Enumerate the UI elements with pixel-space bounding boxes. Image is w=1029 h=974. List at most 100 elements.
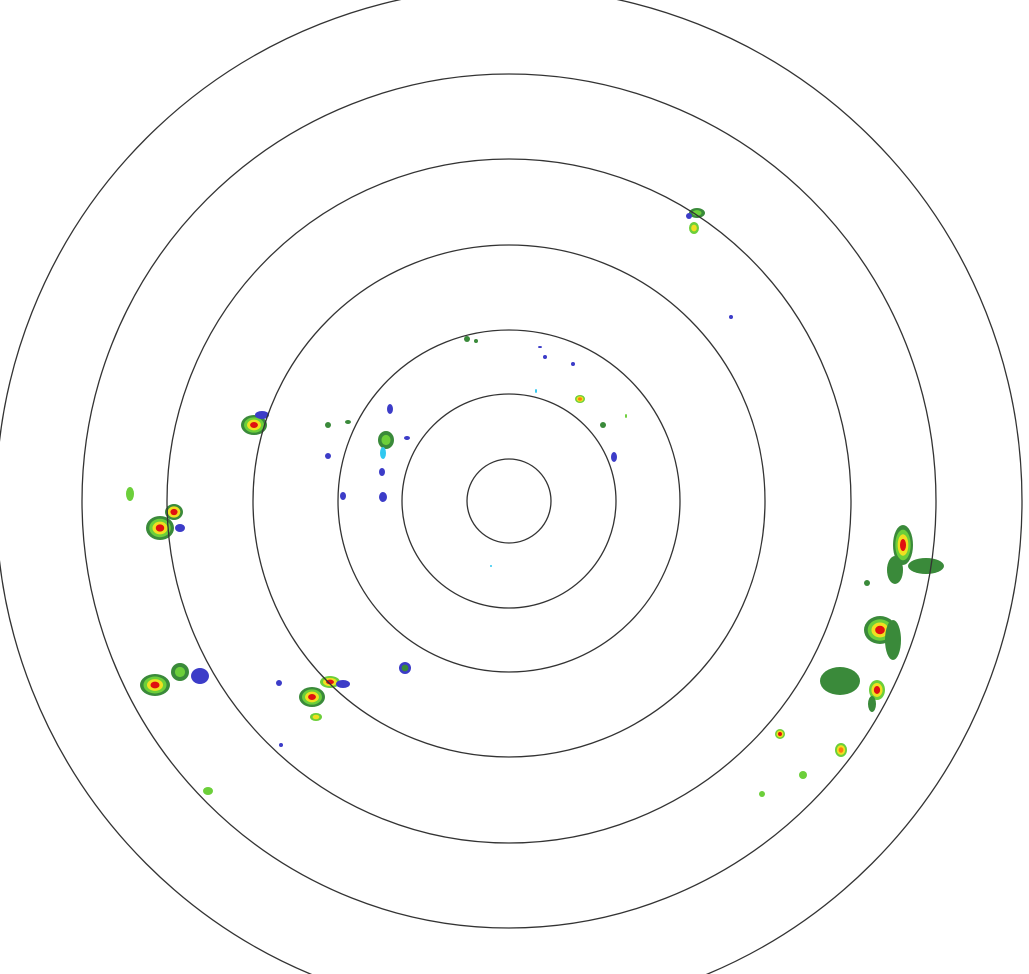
echo-cell-light xyxy=(401,664,409,672)
storm-echo xyxy=(474,339,478,343)
storm-echo xyxy=(575,395,585,403)
storm-echo xyxy=(689,222,699,234)
echo-cell-moderate xyxy=(381,434,391,446)
storm-echo xyxy=(625,414,627,418)
storm-echo xyxy=(600,422,606,428)
storm-echo xyxy=(387,404,393,414)
storm-echo xyxy=(171,663,189,681)
storm-echo xyxy=(140,674,170,696)
echo-cell-light xyxy=(325,422,331,428)
echo-cell-very-light xyxy=(255,411,269,419)
echo-cell-very-light xyxy=(336,680,350,688)
precipitation-echoes xyxy=(126,208,944,797)
echo-cell-light xyxy=(864,580,870,586)
echo-cell-light xyxy=(887,556,903,584)
storm-echo xyxy=(887,556,903,584)
storm-echo xyxy=(345,420,351,424)
echo-cell-intense xyxy=(155,524,165,532)
storm-echo xyxy=(165,504,183,520)
storm-echo xyxy=(490,565,492,567)
storm-echo xyxy=(299,687,325,707)
echo-cell-very-heavy xyxy=(578,397,582,401)
storm-echo xyxy=(464,336,470,342)
storm-echo xyxy=(175,524,185,532)
storm-echo xyxy=(571,362,575,366)
storm-echo xyxy=(908,558,944,574)
echo-cell-heavy xyxy=(691,224,697,232)
storm-echo xyxy=(543,355,547,359)
storm-echo xyxy=(203,787,213,795)
storm-echo xyxy=(404,436,410,440)
echo-cell-light xyxy=(908,558,944,574)
storm-echo xyxy=(864,580,870,586)
storm-echo xyxy=(126,487,134,501)
echo-cell-moderate xyxy=(799,771,807,779)
storm-echo xyxy=(729,315,733,319)
storm-echo xyxy=(399,662,411,674)
range-ring-5 xyxy=(166,158,852,844)
storm-echo xyxy=(279,743,283,747)
echo-cell-intense xyxy=(875,625,885,635)
range-ring-4 xyxy=(252,244,766,758)
echo-cell-intense xyxy=(326,679,334,685)
storm-echo xyxy=(325,422,331,428)
echo-cell-light xyxy=(464,336,470,342)
echo-cell-very-light xyxy=(175,524,185,532)
echo-cell-very-light xyxy=(379,468,385,476)
storm-echo xyxy=(191,668,209,684)
storm-echo xyxy=(146,516,174,540)
storm-echo xyxy=(336,680,350,688)
storm-echo xyxy=(379,492,387,502)
echo-cell-moderate xyxy=(203,787,213,795)
storm-echo xyxy=(379,468,385,476)
echo-cell-very-light xyxy=(543,355,547,359)
echo-cell-very-light xyxy=(538,346,542,348)
range-ring-2 xyxy=(401,393,617,609)
storm-echo xyxy=(686,213,692,219)
echo-cell-heavy xyxy=(312,714,320,720)
echo-cell-very-light xyxy=(279,743,283,747)
storm-echo xyxy=(689,208,705,218)
range-ring-3 xyxy=(337,329,681,673)
echo-cell-very-light xyxy=(340,492,346,500)
echo-cell-very-light xyxy=(191,668,209,684)
echo-cell-cyan xyxy=(380,447,386,459)
echo-cell-very-light xyxy=(686,213,692,219)
storm-echo xyxy=(885,620,901,660)
storm-echo xyxy=(538,346,542,348)
echo-cell-very-light xyxy=(611,452,617,462)
echo-cell-cyan xyxy=(490,565,492,567)
echo-cell-moderate xyxy=(174,666,186,678)
storm-echo xyxy=(380,447,386,459)
echo-cell-moderate xyxy=(625,414,627,418)
echo-cell-light xyxy=(820,667,860,695)
storm-echo xyxy=(276,680,282,686)
storm-echo xyxy=(378,431,394,449)
echo-cell-very-light xyxy=(276,680,282,686)
echo-cell-very-light xyxy=(571,362,575,366)
echo-cell-light xyxy=(474,339,478,343)
echo-cell-intense xyxy=(899,538,907,552)
echo-cell-very-heavy xyxy=(838,747,844,753)
storm-echo xyxy=(869,680,885,700)
echo-cell-intense xyxy=(170,508,178,516)
echo-cell-intense xyxy=(150,681,160,689)
storm-echo xyxy=(759,791,765,797)
echo-cell-very-light xyxy=(325,453,331,459)
storm-echo xyxy=(255,411,269,419)
echo-cell-intense xyxy=(873,686,881,694)
storm-echo xyxy=(325,453,331,459)
range-ring-6 xyxy=(81,73,937,929)
storm-echo xyxy=(775,729,785,739)
echo-cell-intense xyxy=(250,421,258,429)
storm-echo xyxy=(820,667,860,695)
storm-echo xyxy=(799,771,807,779)
echo-cell-light xyxy=(868,696,876,712)
echo-cell-intense xyxy=(778,732,782,736)
echo-cell-cyan xyxy=(535,389,537,393)
echo-cell-very-light xyxy=(729,315,733,319)
echo-cell-very-light xyxy=(387,404,393,414)
